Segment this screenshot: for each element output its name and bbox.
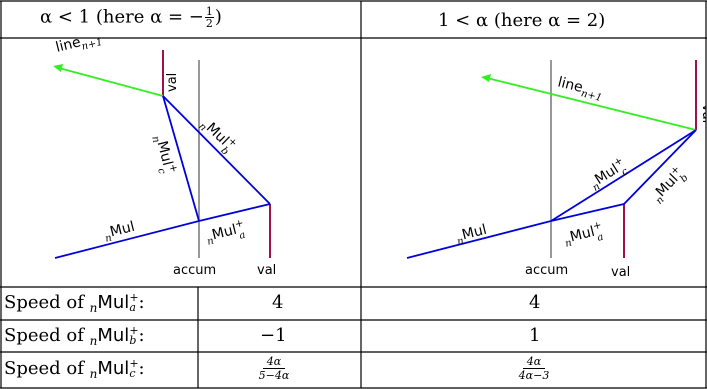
row-b-mul: Mul [97,325,130,346]
label-line-next: linen+1 [555,74,605,104]
row-a-script: +a [129,291,139,314]
row-c-left-num: 4α [262,355,286,369]
row-b-prefix: Speed of [4,325,90,346]
row-a-mul: Mul [97,292,130,313]
row-c-label: Speed of nMul+c: [4,357,145,381]
row-b-colon: : [138,325,145,346]
mul-c-line [162,95,200,222]
row-c-script: +c [129,357,139,380]
row-c-right-den: 4α−3 [518,369,550,382]
row-c-left-den: 5−4α [258,369,290,382]
row-a-sub: n [89,301,98,315]
label-accum: accum [173,263,216,278]
row-c-right-fraction: 4α 4α−3 [504,355,564,382]
label-line-next: linen+1 [54,38,104,59]
header-left-prefix: α < 1 (here α = − [40,6,204,28]
row-b-left-value: −1 [260,325,287,346]
label-accum: accum [525,263,568,278]
row-b-letter: b [129,334,137,347]
line-next-arrowhead [481,74,491,82]
label-val-bottom: val [611,265,630,280]
header-left-frac-den: 2 [205,17,213,30]
mul-c-line [550,129,697,222]
label-mul-b: nMul+b [647,164,691,209]
label-val-top: val [165,73,180,92]
row-c-prefix: Speed of [4,358,90,379]
row-c-sup: + [129,357,139,370]
diagram-left: linen+1 val nMul+b nMul+c nMul nMul+a ac… [53,38,276,278]
row-c-left-fraction: 4α 5−4α [244,355,304,382]
row-a-right-value: 4 [529,292,541,313]
diagram-right: linen+1 val nMul+c nMul+b nMul nMul+a ac… [406,60,706,280]
mul-b-line [162,95,271,205]
row-a-sup: + [129,291,139,304]
line-next-arrowhead [53,64,63,72]
row-c-right-num: 4α [522,355,546,369]
label-mul-c: nMul+c [147,133,179,177]
row-b-label: Speed of nMul+b: [4,324,145,348]
label-mul: nMul [454,222,489,248]
label-mul-c: nMul+c [586,155,632,196]
label-val-bottom: val [257,263,276,278]
header-left-suffix: ) [214,6,222,28]
row-a-label: Speed of nMul+a: [4,291,145,315]
header-left-frac-num: 1 [204,5,214,18]
label-mul-a: nMul+a [562,220,606,252]
mul-line [406,220,552,259]
label-val-top: val [699,104,706,123]
row-c-mul: Mul [97,358,130,379]
row-b-script: +b [129,324,139,347]
row-c-letter: c [129,367,136,380]
label-mul: nMul [102,219,137,245]
row-b-sup: + [129,324,139,337]
row-b-sub: n [89,334,98,348]
mul-b-line [623,129,697,205]
mul-a-line [550,203,625,222]
row-c-colon: : [138,358,145,379]
line-next [58,67,164,97]
row-b-right-value: 1 [529,325,541,346]
mul-a-line [198,203,271,222]
row-a-left-value: 4 [272,292,284,313]
mul-line [54,220,200,259]
label-mul-a: nMul+a [204,218,248,250]
row-a-letter: a [129,301,136,314]
row-c-sub: n [89,367,98,381]
row-a-prefix: Speed of [4,292,90,313]
header-right: 1 < α (here α = 2) [438,10,606,31]
row-a-colon: : [138,292,145,313]
line-next [486,77,697,131]
